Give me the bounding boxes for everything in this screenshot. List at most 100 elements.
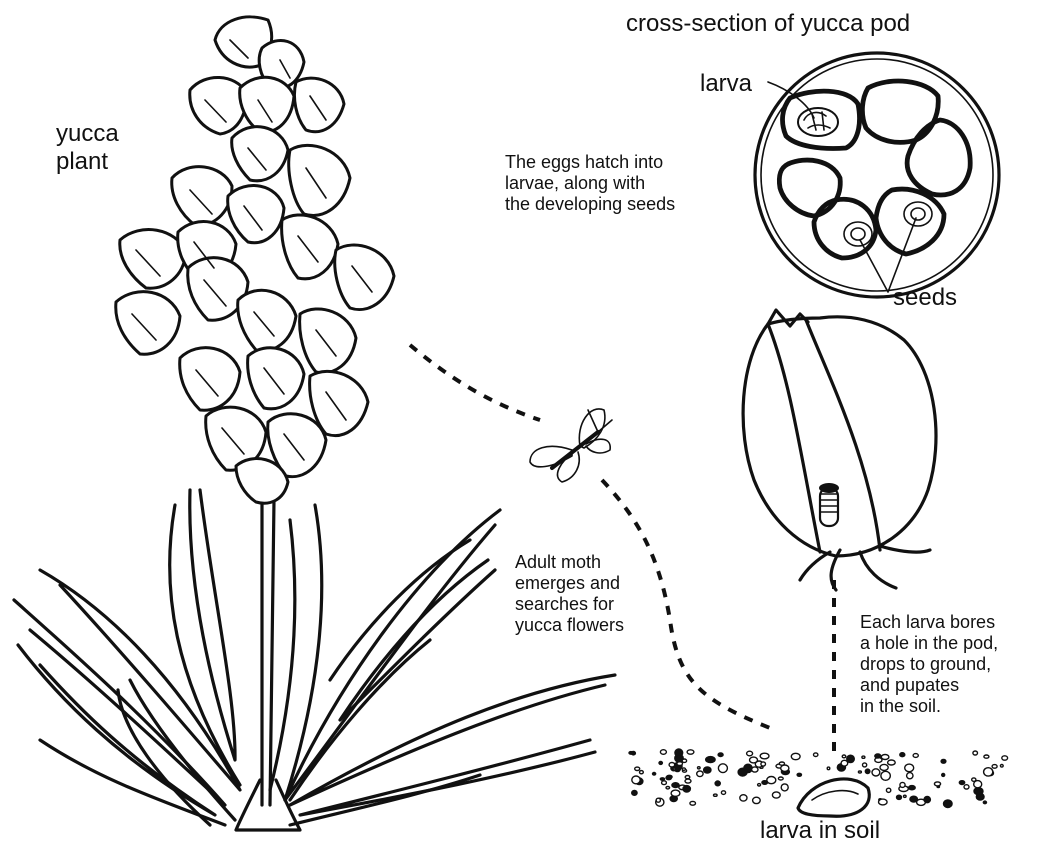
soil-particle <box>659 761 662 764</box>
soil-particle <box>862 756 865 758</box>
soil-particle <box>886 788 890 792</box>
soil-particle <box>934 782 940 786</box>
yucca-stalk-edge <box>270 500 274 805</box>
soil-particle <box>905 764 914 772</box>
soil-particle <box>632 776 640 784</box>
soil-particle <box>779 762 784 765</box>
soil-particle <box>974 781 982 788</box>
soil-particle <box>942 773 945 776</box>
adult-moth-note: Adult moth emerges and searches for yucc… <box>515 552 624 636</box>
soil-particle <box>872 769 880 776</box>
larva-bores-note-line-1: Each larva bores <box>860 612 998 633</box>
soil-particle <box>772 792 780 798</box>
soil-particle <box>656 798 660 802</box>
soil-particle <box>913 754 918 758</box>
soil-particle <box>718 764 727 773</box>
seeds-label: seeds <box>893 284 957 312</box>
eggs-hatch-note-line-3: the developing seeds <box>505 194 675 215</box>
soil-particle <box>682 759 686 762</box>
chamber-4 <box>876 189 944 254</box>
chamber-2 <box>862 81 938 142</box>
soil-particle <box>738 768 747 776</box>
larva-bores-note-line-2: a hole in the pod, <box>860 633 998 654</box>
soil-particle <box>781 784 788 791</box>
soil-particle <box>760 753 769 759</box>
soil-particle <box>888 760 896 765</box>
soil-particle <box>941 759 946 763</box>
chamber-1 <box>783 91 860 148</box>
soil-particle <box>697 771 703 777</box>
soil-particle <box>750 757 758 763</box>
soil-particle <box>690 801 696 805</box>
yucca-leaves <box>14 490 615 830</box>
soil-particle <box>984 768 993 776</box>
soil-particle <box>666 787 670 789</box>
soil-particle <box>761 762 766 766</box>
larva-bores-note-line-4: and pupates <box>860 675 998 696</box>
larva-in-pod <box>798 108 838 136</box>
soil-particle <box>880 764 888 770</box>
soil-particle <box>718 753 723 757</box>
soil-particle <box>662 781 667 785</box>
larva-bores-note-line-5: in the soil. <box>860 696 998 717</box>
soil-particle <box>944 800 953 808</box>
soil-particle <box>814 753 818 757</box>
soil-particle <box>640 771 644 774</box>
soil-particle <box>907 773 913 779</box>
larva-bores-note: Each larva bores a hole in the pod, drop… <box>860 612 998 717</box>
yucca-pod-side-view <box>743 310 936 590</box>
soil-particle <box>827 767 830 770</box>
soil-particle <box>847 755 855 762</box>
soil-particle <box>863 763 867 767</box>
adult-moth-note-line-1: Adult moth <box>515 552 624 573</box>
soil-particle <box>747 751 753 756</box>
soil-particle <box>762 781 768 785</box>
soil-particle <box>721 791 725 795</box>
soil-particle <box>660 778 664 780</box>
larva-in-soil-shape <box>798 779 869 816</box>
larva-bores-note-line-3: drops to ground, <box>860 654 998 675</box>
soil-particle <box>797 773 801 776</box>
yucca-plant-label: yucca plant <box>56 120 119 175</box>
soil-particle <box>984 755 989 758</box>
soil-particle <box>629 752 633 755</box>
soil-particle <box>660 750 666 755</box>
adult-moth-note-line-2: emerges and <box>515 573 624 594</box>
soil-to-moth-path <box>602 480 770 728</box>
soil-particle <box>683 786 690 792</box>
soil-particle <box>706 757 715 763</box>
soil-particle <box>973 751 978 755</box>
soil-particle <box>687 750 694 754</box>
soil-particle <box>672 783 679 788</box>
soil-particle <box>909 786 916 790</box>
larva-boring-hole <box>819 483 839 526</box>
soil-particle <box>675 749 683 756</box>
soil-particle <box>964 785 969 789</box>
soil-particle <box>698 767 701 769</box>
chamber-6 <box>779 160 840 216</box>
adult-moth-note-line-4: yucca flowers <box>515 615 624 636</box>
soil-particle <box>758 784 761 786</box>
soil-particle <box>881 771 890 780</box>
soil-particle <box>677 762 683 766</box>
pod-cross-section <box>755 53 999 297</box>
eggs-hatch-note-line-1: The eggs hatch into <box>505 152 675 173</box>
soil-particle <box>858 771 861 773</box>
larva-in-soil-label: larva in soil <box>760 817 880 845</box>
soil-particle <box>740 795 747 801</box>
eggs-hatch-note-line-2: larvae, along with <box>505 173 675 194</box>
soil-particle <box>900 782 905 787</box>
soil-particle <box>983 801 986 804</box>
soil-particle <box>976 793 984 800</box>
soil-particle <box>781 765 789 771</box>
soil-particle <box>904 795 907 797</box>
soil-particle <box>842 755 846 758</box>
soil-particle <box>669 763 675 767</box>
soil-ground <box>629 749 1008 816</box>
eggs-hatch-note: The eggs hatch into larvae, along with t… <box>505 152 675 215</box>
soil-particle <box>778 777 783 780</box>
soil-particle <box>635 767 640 770</box>
moth-to-plant-path <box>410 345 540 420</box>
